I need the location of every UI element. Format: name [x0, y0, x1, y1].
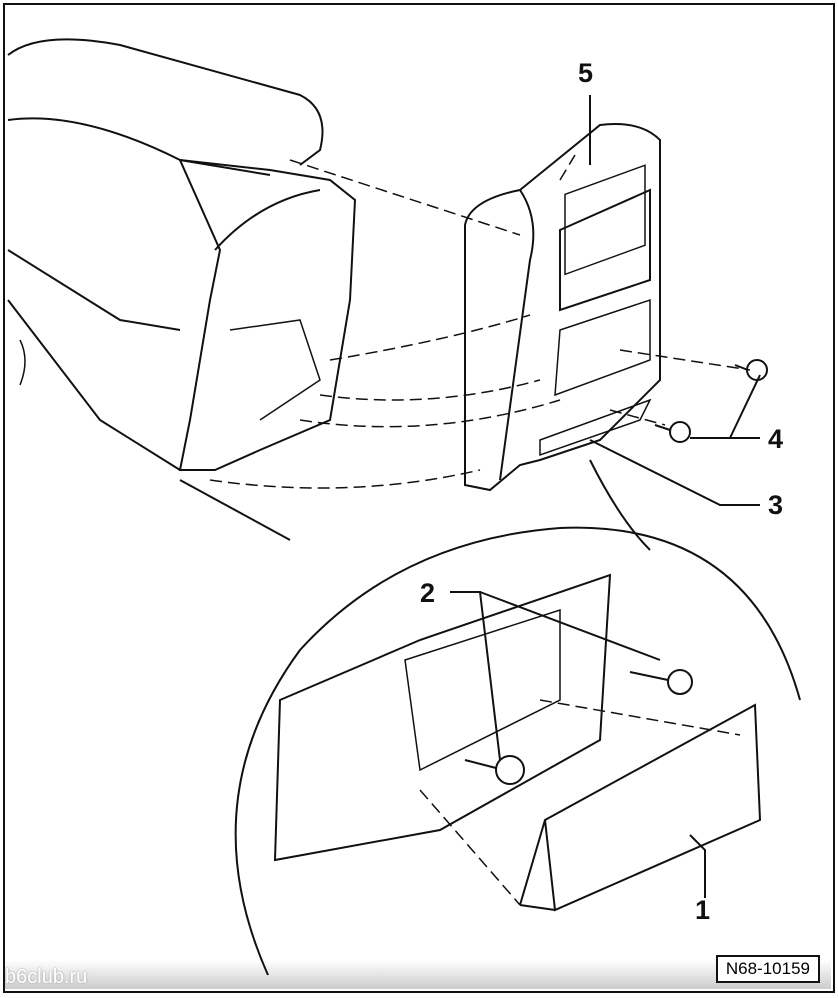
rear-vent-panel — [464, 123, 661, 492]
screws — [654, 359, 768, 443]
watermark-band — [5, 960, 831, 989]
callout-2: 2 — [420, 578, 436, 608]
callout-1: 1 — [695, 895, 711, 925]
diagram-frame — [3, 3, 835, 993]
leader-lines — [450, 95, 761, 898]
callout-4: 4 — [768, 424, 784, 454]
watermark: b6club.ru — [5, 966, 88, 988]
callout-5: 5 — [578, 58, 594, 88]
center-console — [7, 38, 357, 541]
detail-magnifier — [234, 459, 801, 976]
callout-3: 3 — [768, 490, 784, 520]
assembly-lines — [209, 154, 751, 489]
reference-code: N68-10159 — [715, 955, 820, 983]
